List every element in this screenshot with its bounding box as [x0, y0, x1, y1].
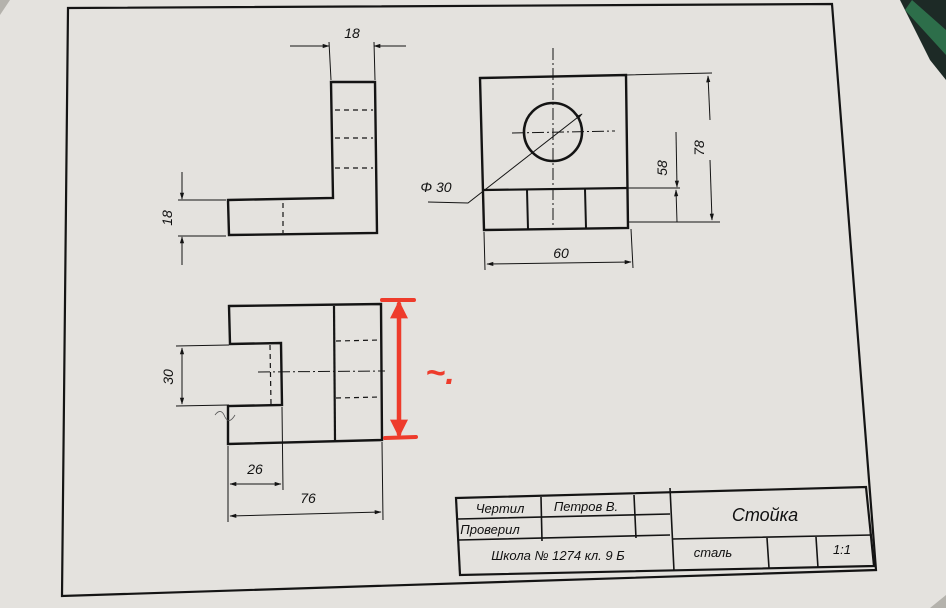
top-dim-78-down [709, 159, 714, 221]
title-checked-label: Проверил [460, 522, 520, 537]
side-dim-ext-left [178, 199, 226, 237]
front-dim-76-right [304, 510, 382, 515]
side-view-hidden-lines [282, 109, 373, 233]
top-dim-58-down [674, 131, 679, 188]
red-tilde-annotation: ~. [425, 354, 454, 392]
top-view-outline [478, 73, 630, 232]
title-drawn-name: Петров В. [554, 499, 618, 514]
front-dim-ext-vertical [227, 406, 384, 522]
front-dim-30-ext [175, 344, 230, 407]
title-block [454, 485, 876, 577]
side-view [178, 41, 406, 265]
pencil-stripe [905, 0, 946, 55]
top-dim-58-up [674, 189, 679, 223]
front-view-center-line [257, 370, 386, 373]
front-view-hidden-lines [269, 339, 381, 405]
top-dim-diameter-label: Φ 30 [420, 179, 451, 195]
title-drawn-label: Чертил [476, 501, 525, 516]
side-dim-height-label: 18 [159, 210, 175, 226]
top-dim-78-label: 78 [691, 140, 707, 156]
drawing-frame [60, 2, 878, 598]
front-dim-76-left [229, 513, 306, 518]
top-dim-ext-lines [625, 72, 720, 223]
top-view [427, 48, 720, 271]
title-school: Школа № 1274 кл. 9 Б [491, 548, 625, 563]
side-dim-ext-lines [328, 41, 376, 81]
front-dim-30-label: 30 [160, 369, 176, 385]
title-material: сталь [694, 545, 733, 560]
top-dim-60-label: 60 [553, 245, 569, 261]
top-dim-diameter-leader [427, 113, 583, 204]
top-dim-58-label: 58 [654, 160, 670, 176]
front-view-outline [226, 302, 384, 446]
top-view-inner-line [483, 186, 629, 192]
side-view-outline [226, 80, 379, 237]
front-dim-26-label: 26 [246, 461, 263, 477]
front-dim-76-label: 76 [300, 490, 316, 506]
front-view [175, 302, 386, 522]
top-dim-60-left [486, 261, 561, 267]
side-dim-width-label: 18 [344, 25, 360, 41]
top-dim-78-up [706, 75, 711, 121]
top-dim-60-ext [483, 228, 634, 271]
top-dim-60-right [559, 259, 632, 265]
front-view-divider [332, 305, 337, 441]
title-scale: 1:1 [833, 542, 851, 557]
title-part-name: Стойка [732, 505, 798, 525]
top-view-partitions [526, 188, 587, 230]
pencil-scribble [214, 411, 236, 421]
red-dimension-mark [380, 298, 418, 440]
